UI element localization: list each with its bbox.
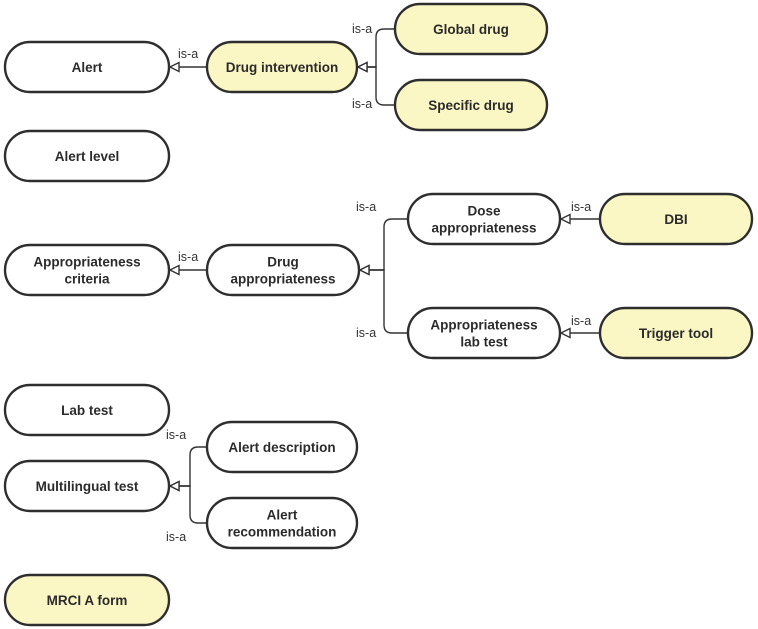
arrowhead-icon [559,213,571,225]
edge-label: is-a [356,326,376,340]
node-specific-drug: Specific drug [393,78,549,132]
node-label: appropriateness [230,272,335,287]
node-label: Alert [72,60,103,75]
node-label: criteria [64,272,110,287]
arrowhead-icon [358,264,370,276]
node-appropriateness-criteria: Appropriateness criteria [3,243,171,297]
node-label: Alert level [55,149,120,164]
edge-label: is-a [571,314,591,328]
edge-line [179,446,207,487]
edge-label: is-a [166,428,186,442]
edge-label: is-a [352,22,372,36]
node-label: MRCI A form [47,593,128,608]
node-shape [3,129,171,183]
node-label: Trigger tool [639,326,713,341]
node-shape [3,459,171,513]
node-label: Specific drug [428,98,514,113]
edge-label: is-a [178,250,198,264]
edge-line [369,269,408,334]
edge-label: is-a [166,530,186,544]
node-appropriateness-lab-test: Appropriateness lab test [406,306,562,360]
node-label: recommendation [228,525,337,540]
node-shape [598,192,754,246]
node-dbi: DBI [598,192,754,246]
arrowhead-icon [168,480,180,492]
arrowhead-icon [356,61,368,73]
node-label: DBI [664,212,687,227]
node-shape [393,78,549,132]
node-label: appropriateness [431,221,536,236]
arrowhead-icon [168,264,180,276]
node-multilingual-test: Multilingual test [3,459,171,513]
node-shape [3,243,171,297]
node-shape [205,496,359,550]
node-shape [598,306,754,360]
node-alert-recommendation: Alert recommendation [205,496,359,550]
node-shape [205,40,359,94]
node-label: Global drug [433,22,509,37]
node-shape [406,306,562,360]
edge-line [367,28,395,68]
edge-dose_appropriateness-to-drug_appropriateness: is-a [356,200,408,276]
node-shape [3,573,171,627]
edge-label: is-a [571,200,591,214]
node-label: Lab test [61,403,113,418]
edge-label: is-a [352,97,372,111]
edge-drug_intervention-to-alert: is-a [168,47,207,73]
node-label: Appropriateness [33,255,140,270]
node-label: Drug [267,255,299,270]
node-alert-description: Alert description [205,420,359,474]
edge-label: is-a [356,200,376,214]
node-global-drug: Global drug [393,2,549,56]
edge-dbi-to-dose_appropriateness: is-a [559,200,600,225]
node-mrci-a-form: MRCI A form [3,573,171,627]
node-label: Appropriateness [430,318,537,333]
node-label: Alert [267,508,298,523]
node-trigger-tool: Trigger tool [598,306,754,360]
edge-label: is-a [178,47,198,61]
node-shape [3,383,171,437]
node-shape [3,40,171,94]
edge-line [179,485,207,524]
node-shape [205,243,361,297]
node-shape [406,192,562,246]
node-label: Dose [467,204,501,219]
node-shape [205,420,359,474]
edge-alert_recommendation-to-multilingual_test: is-a [166,480,207,544]
node-label: Multilingual test [36,479,139,494]
edge-line [369,218,408,271]
node-lab-test: Lab test [3,383,171,437]
edge-alert_description-to-multilingual_test: is-a [166,428,207,492]
node-label: lab test [460,335,508,350]
arrowhead-icon [559,327,571,339]
edge-appropriateness_lab_test-to-drug_appropriateness: is-a [356,264,408,340]
node-drug-intervention: Drug intervention [205,40,359,94]
node-shape [393,2,549,56]
node-alert-level: Alert level [3,129,171,183]
node-label: Drug intervention [226,60,339,75]
edge-trigger_tool-to-appropriateness_lab_test: is-a [559,314,600,339]
node-label: Alert description [228,440,335,455]
node-drug-appropriateness: Drug appropriateness [205,243,361,297]
edge-specific_drug-to-drug_intervention: is-a [352,61,395,111]
edge-global_drug-to-drug_intervention: is-a [352,22,395,73]
edge-drug_appropriateness-to-appropriateness_criteria: is-a [168,250,207,276]
node-dose-appropriateness: Dose appropriateness [406,192,562,246]
edge-line [367,66,395,106]
arrowhead-icon [168,61,180,73]
node-alert: Alert [3,40,171,94]
